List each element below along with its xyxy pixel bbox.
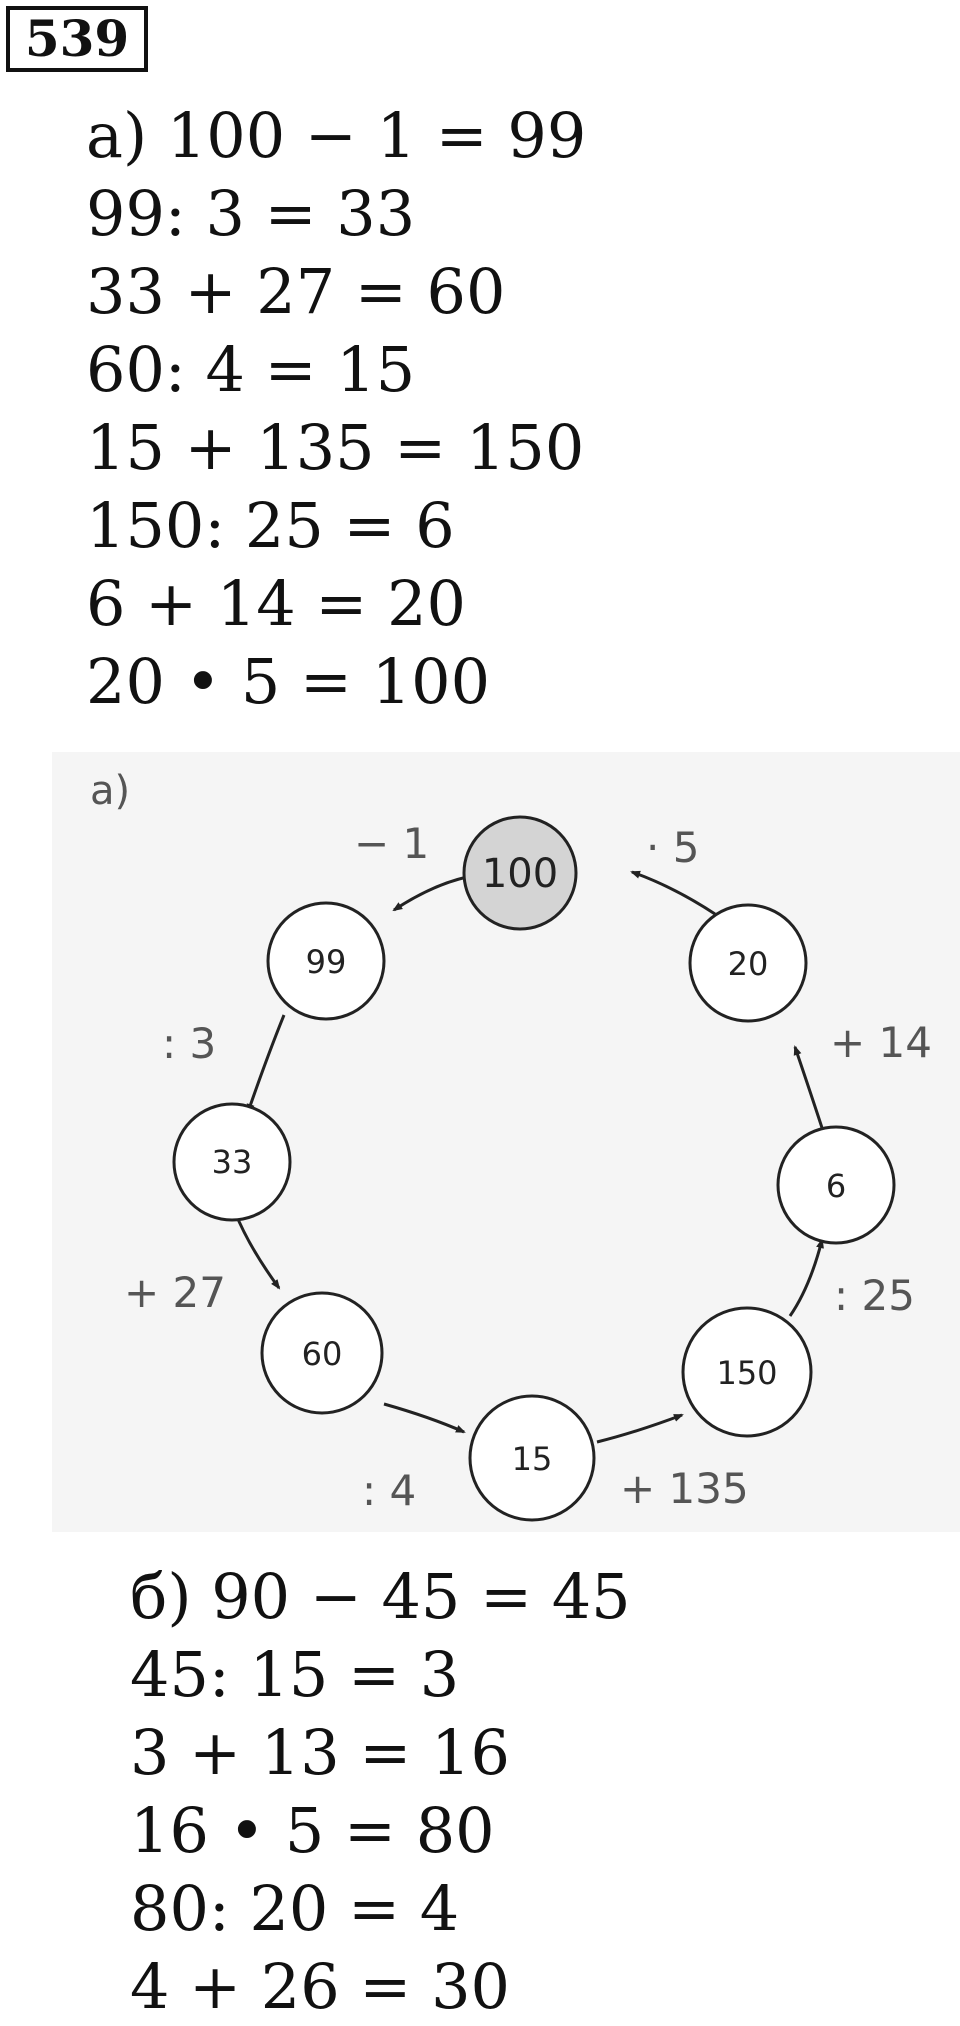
node-value: 33 bbox=[212, 1143, 253, 1181]
equation-line: 99: 3 = 33 bbox=[86, 177, 416, 250]
equation-line: 6 + 14 = 20 bbox=[86, 567, 466, 640]
op-label: + 27 bbox=[124, 1268, 226, 1317]
equation-line: 4 + 26 = 30 bbox=[130, 1950, 510, 2023]
equations-part-a: а) 100 − 1 = 99 99: 3 = 33 33 + 27 = 60 … bbox=[86, 97, 586, 721]
node-15: 15 bbox=[468, 1394, 596, 1522]
op-label: · 5 bbox=[646, 823, 699, 872]
equation-line: а) 100 − 1 = 99 bbox=[86, 99, 587, 172]
node-60: 60 bbox=[260, 1291, 384, 1415]
arrow-100-to-99 bbox=[392, 875, 468, 912]
equation-line: 20 • 5 = 100 bbox=[86, 645, 491, 718]
equation-line: 45: 15 = 3 bbox=[130, 1638, 460, 1711]
node-33: 33 bbox=[172, 1102, 292, 1222]
op-label: + 14 bbox=[830, 1018, 932, 1067]
equation-line: 15 + 135 = 150 bbox=[86, 411, 585, 484]
node-value: 20 bbox=[728, 945, 769, 983]
node-value: 99 bbox=[306, 943, 347, 981]
op-label: : 3 bbox=[162, 1019, 216, 1068]
equation-line: 60: 4 = 15 bbox=[86, 333, 416, 406]
node-100: 100 bbox=[462, 815, 578, 931]
node-value: 6 bbox=[826, 1167, 846, 1205]
arrow-33-to-60 bbox=[233, 1211, 281, 1290]
arrow-20-to-100 bbox=[630, 870, 716, 916]
node-99: 99 bbox=[266, 901, 386, 1021]
node-value: 150 bbox=[716, 1354, 777, 1392]
cycle-diagram-svg: а) 100 99 33 60 15 bbox=[90, 768, 932, 1522]
equation-line: 80: 20 = 4 bbox=[130, 1872, 460, 1945]
arrow-99-to-33 bbox=[246, 1014, 286, 1114]
op-label: : 25 bbox=[834, 1271, 915, 1320]
equations-part-b: б) 90 − 45 = 45 45: 15 = 3 3 + 13 = 16 1… bbox=[130, 1558, 631, 2026]
diagram-label: а) bbox=[90, 768, 130, 814]
arrow-6-to-20 bbox=[793, 1045, 827, 1138]
arrow-60-to-15 bbox=[383, 1402, 466, 1434]
arrow-15-to-150 bbox=[596, 1413, 684, 1444]
op-label: − 1 bbox=[354, 819, 429, 868]
cycle-diagram: а) 100 99 33 60 15 bbox=[52, 752, 960, 1532]
equation-line: 3 + 13 = 16 bbox=[130, 1716, 510, 1789]
node-20: 20 bbox=[688, 903, 808, 1023]
op-label: + 135 bbox=[620, 1464, 749, 1513]
equation-line: 150: 25 = 6 bbox=[86, 489, 455, 562]
problem-number: 539 bbox=[6, 6, 148, 72]
node-value: 60 bbox=[302, 1335, 343, 1373]
node-6: 6 bbox=[776, 1125, 896, 1245]
node-value: 100 bbox=[482, 851, 558, 897]
node-value: 15 bbox=[512, 1440, 553, 1478]
equation-line: б) 90 − 45 = 45 bbox=[130, 1560, 631, 1633]
op-label: : 4 bbox=[362, 1466, 416, 1515]
arrow-150-to-6 bbox=[788, 1238, 824, 1317]
equation-line: 16 • 5 = 80 bbox=[130, 1794, 495, 1867]
node-150: 150 bbox=[681, 1306, 813, 1438]
equation-line: 33 + 27 = 60 bbox=[86, 255, 506, 328]
